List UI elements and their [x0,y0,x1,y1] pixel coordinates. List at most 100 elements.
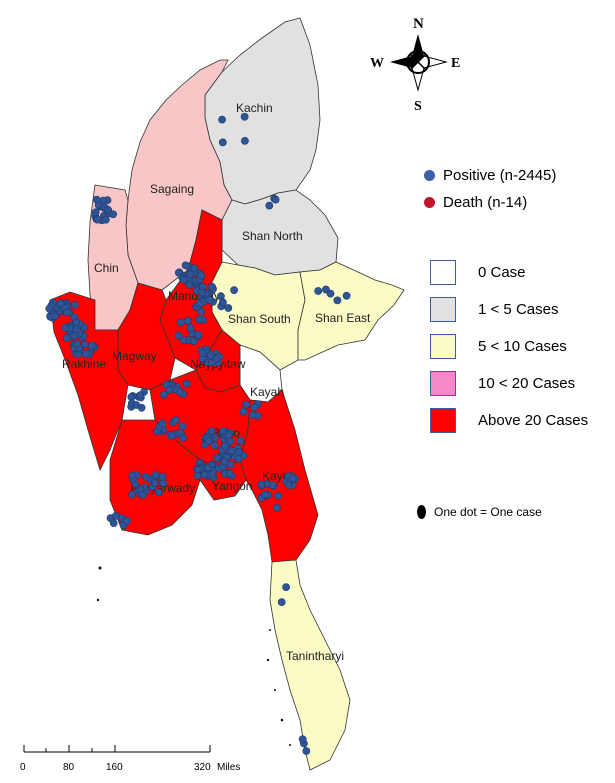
case-dot [132,401,141,409]
label-kayah: Kayah [250,385,284,399]
case-dot [230,286,238,294]
compass-icon: N S E W [370,16,460,114]
case-dot [342,291,351,300]
legend-positive-label: Positive (n-2445) [443,167,557,184]
case-dot [150,478,159,487]
case-dot [208,282,216,291]
compass-south: S [414,99,422,114]
case-dot [265,201,274,210]
case-dot [268,481,277,489]
case-dot [190,264,199,273]
legend-1-5-cases-label: 1 < 5 Cases [478,301,559,318]
one-dot-note: One dot = One case [417,505,542,519]
case-dot [236,436,245,445]
label-chin: Chin [94,261,119,275]
case-dot [109,210,117,219]
case-dot [204,436,213,445]
case-dot [151,471,160,480]
case-dot [198,349,207,358]
case-dot [72,325,81,334]
case-dot [154,488,163,497]
swatch-0-case [430,260,456,285]
case-dot [277,598,286,606]
label-rakhine: Rakhine [62,357,106,371]
case-dot [197,271,205,280]
label-sagaing: Sagaing [150,182,194,196]
case-dot [45,304,54,313]
label-kachin: Kachin [236,101,273,115]
compass-west: W [370,56,384,71]
case-dot [73,340,81,348]
case-dot [70,301,79,309]
case-dots [45,112,351,755]
case-dot [314,287,323,295]
scale-tick-320: 320 [194,762,211,773]
legend-10-20-cases: 10 < 20 Cases [430,371,588,396]
case-dot [179,336,188,345]
case-dot [212,354,221,363]
case-dot [158,419,167,428]
case-dot [234,448,243,456]
case-dot [333,296,342,305]
case-dot [189,337,198,346]
case-dot [179,433,187,442]
case-dot [206,351,215,360]
case-dot [282,583,290,591]
case-dot [123,516,132,525]
case-dot [218,115,226,124]
legend-0-case-label: 0 Case [478,264,526,281]
scale-tick-0: 0 [20,762,26,773]
case-dot [197,288,206,297]
legend-5-10-cases: 5 < 10 Cases [430,334,588,359]
case-dot [82,350,90,358]
case-dot [302,747,311,755]
point-legend: Positive (n-2445) Death (n-14) [424,167,556,211]
case-dot [271,195,280,204]
case-dot [284,481,293,489]
death-dot-icon [424,197,435,208]
case-dot [205,295,214,304]
case-dot [208,470,217,478]
case-dot [210,441,219,450]
region-tanintharyi[interactable] [269,559,351,771]
case-dot [136,391,145,400]
case-dot [61,323,69,332]
case-dot [178,422,187,430]
label-shan-east: Shan East [315,311,371,325]
compass-east: E [451,56,460,71]
case-dot [91,208,100,217]
case-dot [274,491,283,500]
label-tanintharyi: Tanintharyi [286,649,344,663]
case-dot [220,441,229,450]
case-dot [158,472,167,481]
case-dot [50,312,59,320]
case-dot-icon [417,505,426,519]
scale-tick-160: 160 [106,762,123,773]
category-legend: 0 Case 1 < 5 Cases 5 < 10 Cases 10 < 20 … [430,260,588,433]
case-dot [70,332,78,340]
case-dot [179,275,188,284]
legend-death: Death (n-14) [424,194,556,211]
case-dot [104,206,113,214]
case-dot [213,453,221,462]
case-dot [195,315,203,324]
legend-0-case: 0 Case [430,260,588,285]
case-dot [88,341,96,350]
legend-above-20-cases: Above 20 Cases [430,408,588,433]
swatch-above-20-cases [430,408,456,433]
case-dot [225,469,234,478]
case-dot [111,512,120,520]
legend-above-20-cases-label: Above 20 Cases [478,412,589,429]
case-dot [207,427,216,435]
case-dot [234,454,243,463]
case-dot [128,471,137,480]
case-dot [63,308,71,317]
label-yangon: Yangon [212,479,252,493]
islands [96,566,291,746]
case-dot [160,390,168,399]
case-dot [250,403,259,412]
case-dot [182,379,191,388]
case-dot [239,407,248,416]
swatch-1-5-cases [430,297,456,322]
case-dot [171,416,180,425]
